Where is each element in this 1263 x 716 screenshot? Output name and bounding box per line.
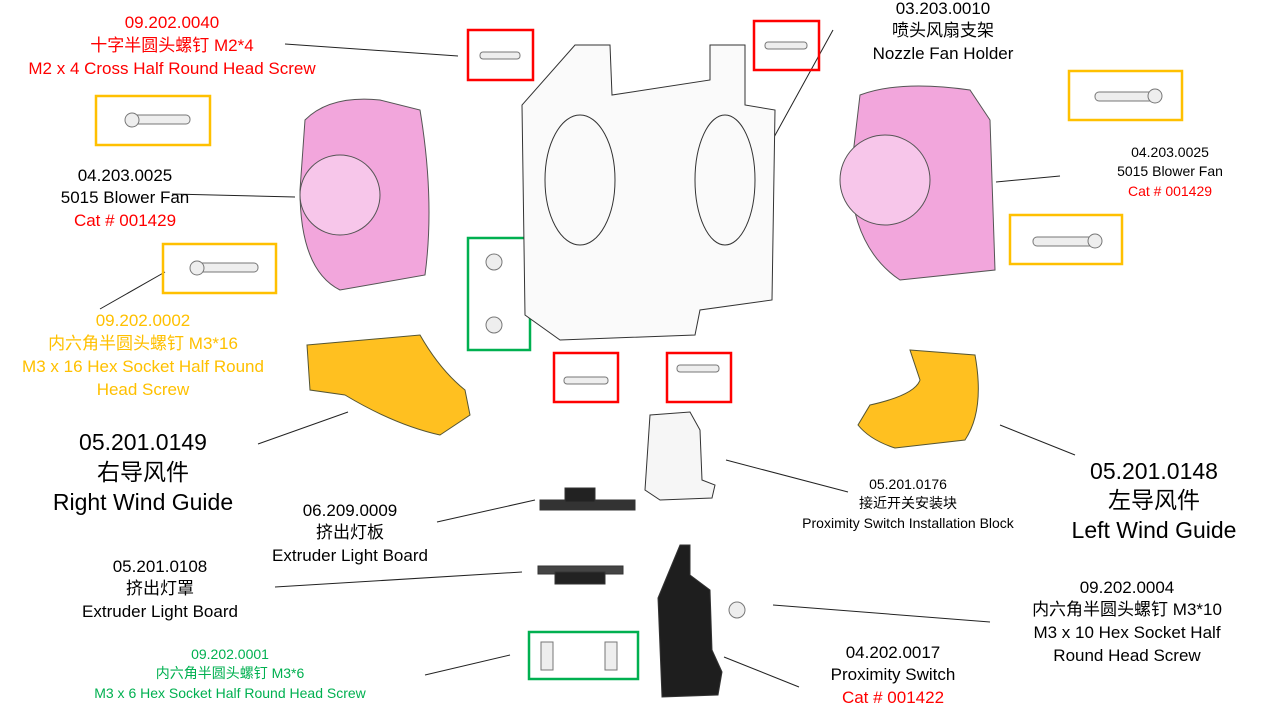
part-code: 05.201.0149 [79, 429, 207, 455]
part-name-cn: 十字半圆头螺钉 M2*4 [90, 36, 254, 55]
part-name-en: Right Wind Guide [52, 489, 234, 515]
catalog-number: Cat # 001422 [841, 688, 945, 707]
part-name-cn: 左导风件 [1108, 487, 1200, 513]
part-name-en: Proximity Switch Installation Block [802, 515, 1014, 531]
callout-boxes [94, 19, 1184, 681]
part-code: 09.202.0001 [191, 646, 269, 662]
part-code: 09.202.0002 [95, 311, 191, 330]
part-code: 04.203.0025 [77, 166, 173, 185]
part-name-cn: 内六角半圆头螺钉 M3*6 [155, 665, 305, 681]
catalog-number: Cat # 001429 [73, 211, 177, 230]
part-name-cn: 右导风件 [97, 459, 189, 485]
small-parts [537, 411, 723, 698]
part-name-en: M3 x 6 Hex Socket Half Round Head Screw [94, 685, 366, 701]
part-name-en: Left Wind Guide [1071, 517, 1237, 543]
part-name-cn: 内六角半圆头螺钉 M3*10 [1032, 600, 1222, 619]
part-name-en: M3 x 10 Hex Socket Half [1033, 623, 1221, 642]
part-code: 05.201.0108 [112, 557, 208, 576]
part-code: 05.201.0148 [1090, 458, 1218, 484]
part-name-en-2: Head Screw [96, 380, 190, 399]
screws [124, 41, 1163, 671]
part-name-cn: 挤出灯罩 [126, 579, 194, 598]
part-name-en: Nozzle Fan Holder [872, 44, 1014, 63]
part-code: 04.203.0025 [1131, 144, 1209, 160]
leader-lines [99, 29, 1076, 688]
part-name-cn: 挤出灯板 [316, 523, 384, 542]
part-name-cn: 喷头风扇支架 [892, 21, 994, 40]
fan-holder-bracket [521, 44, 776, 341]
part-name-en: 5015 Blower Fan [1117, 163, 1223, 179]
catalog-number: Cat # 001429 [1127, 183, 1213, 199]
part-name-en: 5015 Blower Fan [60, 188, 190, 207]
part-name-en: Extruder Light Board [272, 546, 428, 565]
part-code: 03.203.0010 [895, 0, 991, 18]
part-name-en: Proximity Switch [830, 665, 956, 684]
part-name-en: M3 x 16 Hex Socket Half Round [22, 357, 264, 376]
wind-guides [306, 334, 979, 449]
part-name-cn: 接近开关安装块 [859, 495, 957, 511]
blower-fans [299, 85, 996, 291]
part-code: 06.209.0009 [302, 501, 398, 520]
part-name-en: M2 x 4 Cross Half Round Head Screw [28, 59, 316, 78]
part-name-en-2: Round Head Screw [1053, 646, 1201, 665]
part-name-cn: 内六角半圆头螺钉 M3*16 [48, 334, 238, 353]
part-code: 09.202.0004 [1079, 578, 1175, 597]
part-code: 09.202.0040 [124, 13, 220, 32]
part-name-en: Extruder Light Board [82, 602, 238, 621]
part-code: 05.201.0176 [869, 476, 947, 492]
part-code: 04.202.0017 [845, 643, 941, 662]
